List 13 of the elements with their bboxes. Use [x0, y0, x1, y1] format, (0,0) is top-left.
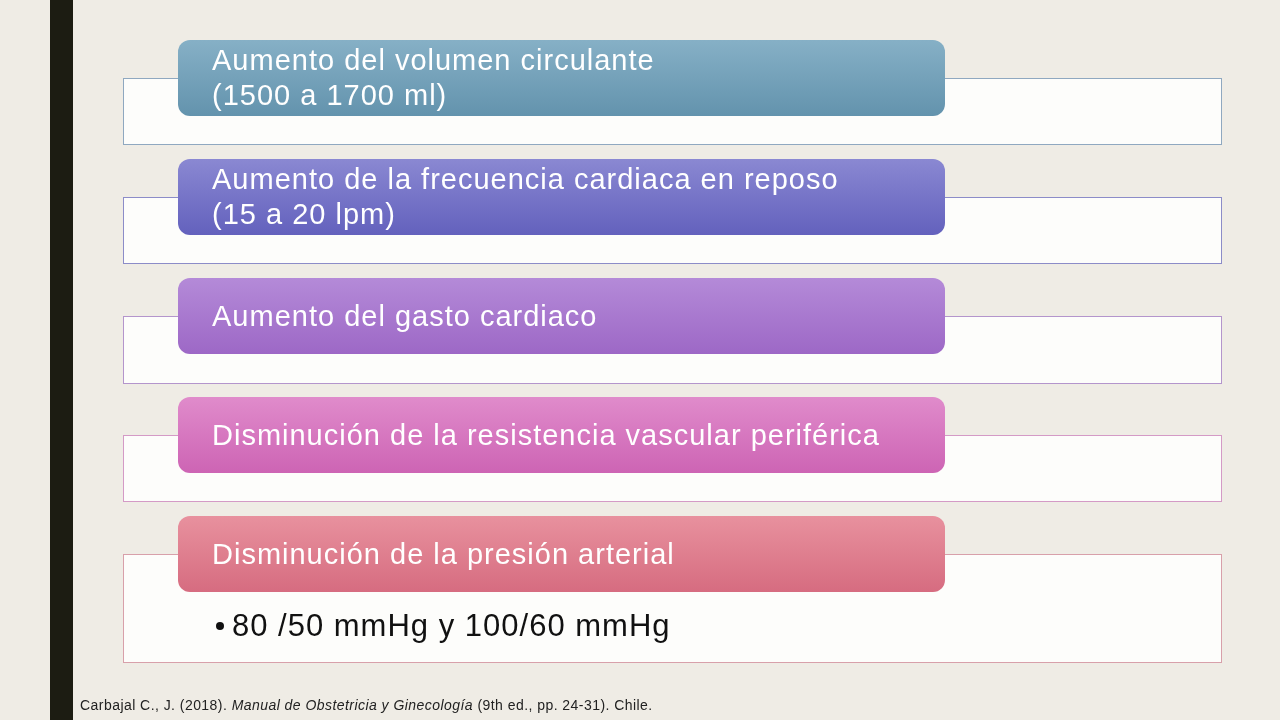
header-text: Aumento del gasto cardiaco — [212, 298, 598, 334]
citation-text: Carbajal C., J. (2018). Manual de Obstetricia y Ginecología (9th ed., pp. 24-31). Chile. — [80, 697, 653, 713]
bullet-text: 80 /50 mmHg y 100/60 mmHg — [232, 608, 671, 644]
header-box — [178, 397, 945, 473]
header-box — [178, 159, 945, 235]
side-bar — [50, 0, 73, 720]
header-text: Aumento del volumen circulante (1500 a 1700 ml) — [212, 43, 656, 113]
header-box — [178, 516, 945, 592]
header-text: Aumento de la frecuencia cardiaca en reposo (15 a 20 lpm) — [212, 162, 840, 232]
header-box — [178, 40, 945, 116]
header-text: Disminución de la resistencia vascular periférica — [212, 417, 880, 453]
header-box — [178, 278, 945, 354]
header-text: Disminución de la presión arterial — [212, 536, 675, 572]
